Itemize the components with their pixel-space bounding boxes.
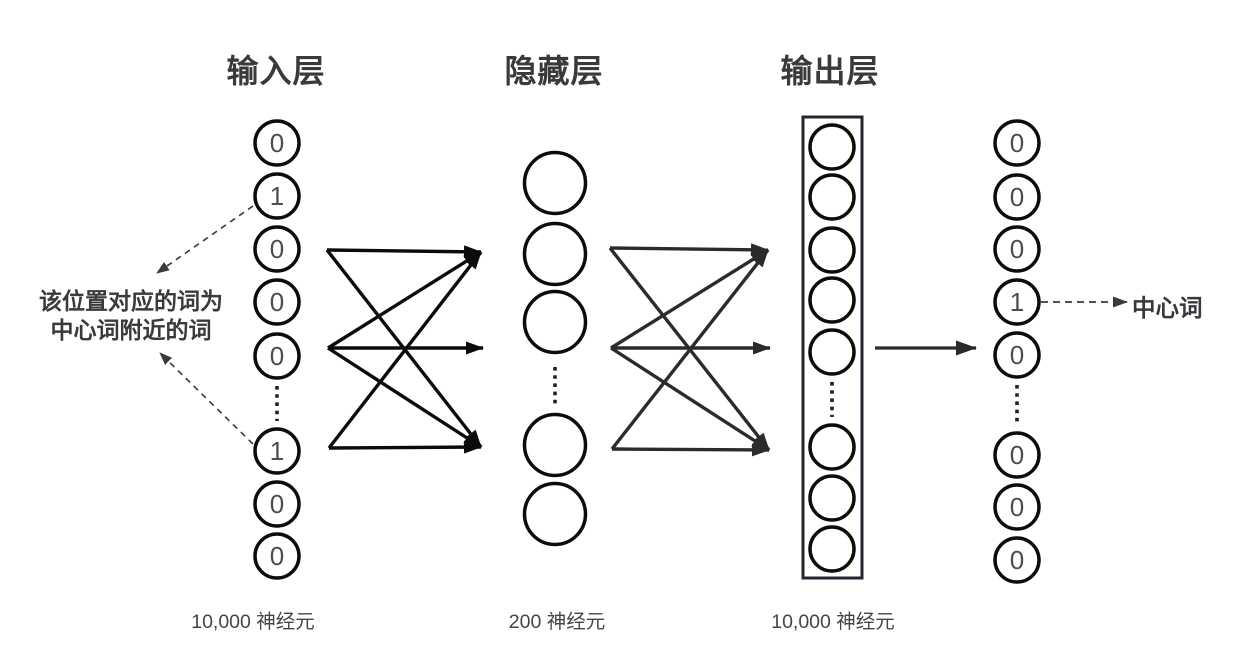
- result-vector-node-value: 0: [1010, 545, 1024, 575]
- output-layer-box: [801, 115, 864, 580]
- result-vector-node-value: 0: [1010, 234, 1024, 264]
- weight-arrow: [610, 346, 770, 452]
- hidden-layer-count: 200 神经元: [508, 611, 606, 633]
- output-layer-title: 输出层: [780, 53, 880, 89]
- input-layer-title: 输入层: [226, 53, 326, 89]
- hidden-layer-node: [522, 412, 588, 478]
- result-vector-node-value: 0: [1010, 182, 1024, 212]
- weight-arrow: [328, 440, 482, 454]
- input-layer-node: [253, 332, 301, 380]
- hidden-layer-node: [522, 289, 588, 355]
- note-arrow-lower: [159, 352, 254, 445]
- result-vector-node: [993, 173, 1041, 221]
- input-layer-node-value: 0: [270, 128, 284, 158]
- input-layer-node-value: 1: [270, 436, 284, 466]
- input-layer-node-value: 0: [270, 341, 284, 371]
- output-layer-node: [808, 276, 856, 324]
- output-layer-node: [808, 173, 856, 221]
- result-vector-node: [993, 331, 1041, 379]
- input-layer-node: [253, 172, 301, 220]
- result-vector-node-value: 0: [1010, 128, 1024, 158]
- result-vector-node-value: 0: [1010, 340, 1024, 370]
- output-layer-node: [808, 328, 856, 376]
- input-note-line1: 该位置对应的词为: [39, 288, 223, 314]
- output-layer-node: [808, 525, 856, 573]
- weight-arrow: [611, 443, 770, 457]
- input-layer-node: [253, 480, 301, 528]
- result-vector-node-value: 0: [1010, 492, 1024, 522]
- input-layer-node-value: 1: [270, 181, 284, 211]
- hidden-layer-node: [522, 221, 588, 287]
- output-layer-node: [808, 423, 856, 471]
- hidden-layer-node: [522, 150, 588, 216]
- weight-arrow: [327, 250, 482, 350]
- weight-arrow: [609, 243, 769, 257]
- input-layer-node: [253, 119, 301, 167]
- result-vector-node-value: 0: [1010, 440, 1024, 470]
- result-vector-node: [993, 225, 1041, 273]
- input-layer-count: 10,000 神经元: [191, 611, 315, 633]
- weight-arrow: [610, 248, 770, 451]
- weight-arrow: [327, 250, 483, 450]
- result-vector-node: [993, 483, 1041, 531]
- note-arrow-upper: [156, 205, 254, 274]
- result-vector-node: [993, 431, 1041, 479]
- output-layer-node: [808, 226, 856, 274]
- center-word-label: 中心词: [1132, 295, 1203, 321]
- weight-arrow: [326, 245, 482, 259]
- input-layer-node: [253, 532, 301, 580]
- result-vector-node: [993, 119, 1041, 167]
- weight-arrow: [327, 346, 482, 449]
- input-layer-node: [253, 225, 301, 273]
- output-layer-node: [808, 474, 856, 522]
- output-layer-node: [808, 123, 856, 171]
- input-note: 该位置对应的词为 中心词附近的词: [39, 287, 223, 345]
- input-note-line2: 中心词附近的词: [50, 317, 212, 343]
- result-vector-node: [993, 278, 1041, 326]
- result-vector-node-value: 1: [1010, 287, 1024, 317]
- hidden-layer-node: [522, 481, 588, 547]
- hidden-layer-title: 隐藏层: [504, 53, 604, 89]
- input-layer-node-value: 0: [270, 234, 284, 264]
- input-layer-node: [253, 427, 301, 475]
- weight-arrow: [610, 248, 769, 350]
- input-layer-node-value: 0: [270, 489, 284, 519]
- input-layer-node-value: 0: [270, 541, 284, 571]
- result-vector-node: [993, 536, 1041, 584]
- input-layer-node: [253, 278, 301, 326]
- input-layer-node-value: 0: [270, 287, 284, 317]
- output-layer-count: 10,000 神经元: [771, 611, 895, 633]
